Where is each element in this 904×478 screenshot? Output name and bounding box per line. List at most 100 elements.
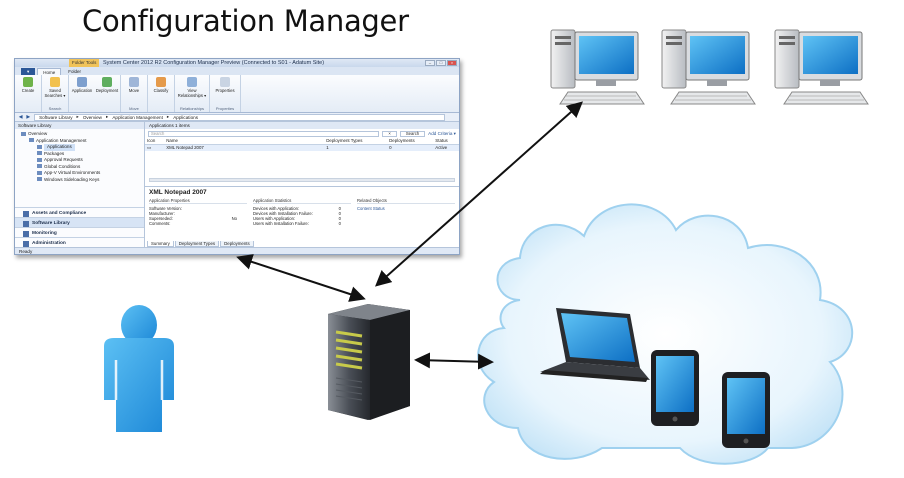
workspace-assets[interactable]: Assets and Compliance xyxy=(15,207,144,217)
details-pane: XML Notepad 2007 Application Properties … xyxy=(145,186,459,239)
administration-icon xyxy=(23,240,29,247)
workspace-label: Software Library xyxy=(32,221,70,226)
ribbon-group-label: Relationships xyxy=(179,106,204,111)
breadcrumb-item[interactable]: Overview xyxy=(82,114,103,120)
details-tabs: Summary Deployment Types Deployments xyxy=(147,241,254,247)
column-header[interactable]: Icon xyxy=(145,138,165,145)
maximize-icon[interactable]: □ xyxy=(436,60,446,66)
classify-icon xyxy=(156,77,166,87)
tree-item-label: Application Management xyxy=(36,137,87,143)
section-header: Application Statistics xyxy=(253,198,351,204)
view-relationships-button[interactable]: View Relationships ▾ xyxy=(177,77,207,106)
file-menu-button[interactable]: ▾ xyxy=(21,68,36,75)
breadcrumb-item[interactable]: Application Management xyxy=(112,114,163,120)
statistic-key: Users with Application: xyxy=(253,216,296,221)
create-label: Create xyxy=(21,88,35,93)
tree-item-global-conditions[interactable]: Global Conditions xyxy=(21,164,144,171)
move-icon xyxy=(129,77,139,87)
navigation-bar: ◀ ▶ Software Library▸ Overview▸ Applicat… xyxy=(15,113,459,122)
ribbon-group-relationships: View Relationships ▾ Relationships xyxy=(175,75,210,112)
workspace-switcher: Assets and Compliance Software Library M… xyxy=(15,207,144,247)
move-button[interactable]: Move xyxy=(123,77,145,106)
tab-summary[interactable]: Summary xyxy=(147,241,174,247)
section-header: Application Properties xyxy=(149,198,247,204)
folder-icon xyxy=(37,170,42,175)
connection-arrows xyxy=(236,101,583,370)
classify-button[interactable]: Classify xyxy=(150,77,172,111)
list-header: Applications 1 items xyxy=(145,122,459,129)
breadcrumb-item[interactable]: Applications xyxy=(173,114,198,120)
statistic-key: Devices with Installation Failure: xyxy=(253,211,313,216)
column-header[interactable]: Deployment Types xyxy=(324,138,388,145)
app-icon: ▭ xyxy=(145,144,165,151)
arrow-server-cloud xyxy=(414,352,494,370)
tree-item-appv-environments[interactable]: App-V Virtual Environments xyxy=(21,170,144,177)
content-status-link[interactable]: Content Status xyxy=(357,206,385,211)
classify-label: Classify xyxy=(153,88,169,93)
properties-button[interactable]: Properties xyxy=(212,77,238,106)
tree-item-overview[interactable]: Overview xyxy=(21,131,144,138)
navigation-tree: Overview Application Management Applicat… xyxy=(15,129,144,183)
statistic-value: 0 xyxy=(338,211,341,216)
ribbon-group-move: Move Move xyxy=(121,75,148,112)
tree-item-applications[interactable]: Applications xyxy=(21,144,144,151)
tab-deployments[interactable]: Deployments xyxy=(220,241,254,247)
forward-arrow-icon[interactable]: ▶ xyxy=(26,114,31,119)
application-button[interactable]: Application xyxy=(71,77,93,111)
monitoring-icon xyxy=(23,230,29,237)
workspace-label: Administration xyxy=(32,241,66,246)
column-header[interactable]: Name xyxy=(164,138,325,145)
create-button[interactable]: Create xyxy=(17,77,39,111)
deployment-label: Deployment xyxy=(95,88,119,93)
ribbon-group-label: Search xyxy=(48,106,62,111)
statistic-value: 0 xyxy=(338,221,341,226)
workspace-administration[interactable]: Administration xyxy=(15,237,144,247)
tab-home[interactable]: Home xyxy=(37,68,62,75)
desktop-computer-icon xyxy=(550,29,645,105)
server-icon xyxy=(328,304,410,420)
breadcrumb-item[interactable]: Software Library xyxy=(39,114,73,120)
user-icon xyxy=(104,305,174,432)
laptop-icon xyxy=(540,308,650,382)
console-title-bar: Folder Tools System Center 2012 R2 Confi… xyxy=(15,59,459,67)
folder-icon xyxy=(37,151,42,156)
tab-folder[interactable]: Folder xyxy=(68,69,82,74)
library-icon xyxy=(23,220,29,227)
workspace-label: Monitoring xyxy=(32,231,57,236)
minimize-icon[interactable]: – xyxy=(425,60,435,66)
sidebar-header: Software Library xyxy=(15,122,144,129)
deployment-icon xyxy=(102,77,112,87)
phone-icon xyxy=(722,372,770,448)
deployment-button[interactable]: Deployment xyxy=(96,77,118,111)
ribbon-tabs: ▾ Home Folder xyxy=(15,67,459,75)
tree-item-label: Packages xyxy=(44,150,65,156)
tab-deployment-types[interactable]: Deployment Types xyxy=(174,241,220,247)
saved-searches-button[interactable]: Saved Searches ▾ xyxy=(44,77,66,106)
table-cell: XML Notepad 2007 xyxy=(164,144,325,151)
tree-item-sideloading-keys[interactable]: Windows Sideloading Keys xyxy=(21,177,144,184)
arrow-console-server xyxy=(236,254,366,302)
desktop-computer-icon xyxy=(774,29,869,105)
back-arrow-icon[interactable]: ◀ xyxy=(19,114,23,119)
sidebar: Software Library Overview Application Ma… xyxy=(15,122,145,247)
folder-icon xyxy=(21,131,26,136)
folder-icon xyxy=(37,164,42,169)
page-title: Configuration Manager xyxy=(82,4,409,38)
move-label: Move xyxy=(128,88,140,93)
workspace-monitoring[interactable]: Monitoring xyxy=(15,227,144,237)
tree-item-application-management[interactable]: Application Management xyxy=(21,138,144,145)
application-icon xyxy=(77,77,87,87)
close-icon[interactable]: × xyxy=(447,60,457,66)
phone-icon xyxy=(651,350,699,426)
property-key: Superseded: xyxy=(149,216,173,221)
workspace-software-library[interactable]: Software Library xyxy=(15,217,144,227)
tree-item-label: Global Conditions xyxy=(44,163,81,169)
tree-item-approval-requests[interactable]: Approval Requests xyxy=(21,157,144,164)
tree-item-label: App-V Virtual Environments xyxy=(44,170,101,175)
view-relationships-label: View Relationships ▾ xyxy=(177,88,207,98)
property-value: No xyxy=(231,216,237,221)
properties-icon xyxy=(220,77,230,87)
folder-icon xyxy=(37,157,42,162)
tree-item-packages[interactable]: Packages xyxy=(21,151,144,158)
